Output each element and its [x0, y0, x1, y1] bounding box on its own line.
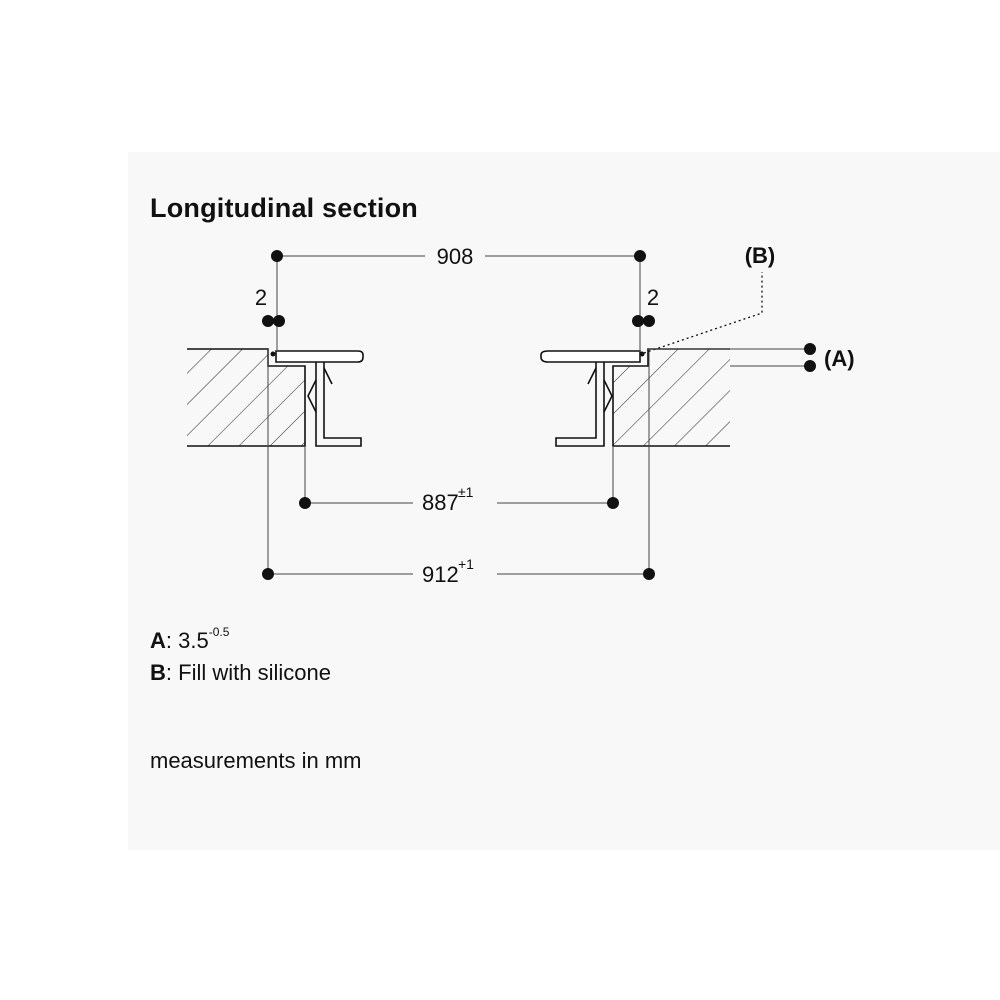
dim-right-gap: 2 — [632, 285, 659, 327]
dim-left-gap-label: 2 — [255, 285, 267, 310]
callout-a: (A) — [648, 343, 855, 372]
left-countertop — [187, 348, 306, 447]
dim-outer-tolerance: +1 — [458, 556, 474, 572]
dim-inner-width-label: 887 — [422, 490, 459, 515]
right-silicone-dot — [639, 351, 645, 357]
dim-inner-tolerance: ±1 — [458, 484, 474, 500]
right-countertop — [612, 348, 730, 447]
section-title: Longitudinal section — [150, 193, 418, 223]
legend-item-a: A: 3.5-0.5 — [150, 625, 230, 653]
drawing-panel — [128, 152, 1000, 850]
dim-left-gap: 2 — [255, 285, 285, 327]
legend-b-key: B — [150, 660, 166, 685]
dim-top-width-label: 908 — [437, 244, 474, 269]
dim-right-gap-label: 2 — [647, 285, 659, 310]
legend-b-value: Fill with silicone — [178, 660, 331, 685]
callout-a-label: (A) — [824, 346, 855, 371]
callout-b-label: (B) — [745, 243, 776, 268]
dim-top-width: 908 — [271, 244, 646, 352]
right-hob-profile — [540, 350, 641, 447]
legend-a-key: A — [150, 628, 166, 653]
left-hob-profile — [275, 350, 364, 447]
callout-b: (B) — [643, 243, 776, 354]
dim-inner-width: 887 ±1 — [299, 446, 619, 515]
units-note: measurements in mm — [150, 748, 362, 773]
left-silicone-dot — [270, 351, 276, 357]
legend-a-tolerance: -0.5 — [208, 625, 230, 639]
legend-item-b: B: Fill with silicone — [150, 660, 331, 685]
dim-outer-width: 912 +1 — [262, 349, 655, 587]
dim-outer-width-label: 912 — [422, 562, 459, 587]
legend-a-value: 3.5 — [178, 628, 209, 653]
